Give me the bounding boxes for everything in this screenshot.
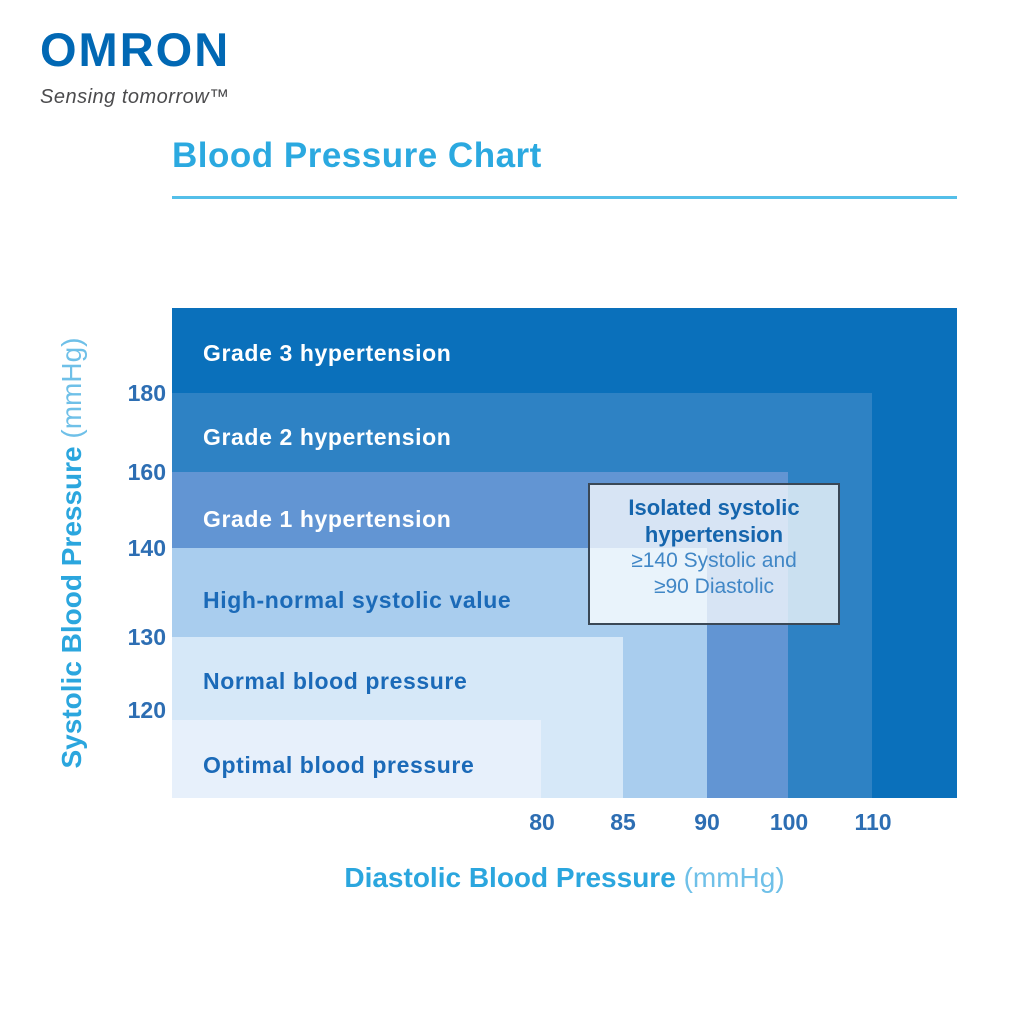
isolated-systolic-hypertension-annotation: Isolated systolic hypertension ≥140 Syst… xyxy=(588,483,840,625)
omron-logo: OMRON xyxy=(40,23,231,76)
title-underline xyxy=(172,196,957,199)
band-label-normal-blood-pressure: Normal blood pressure xyxy=(203,668,468,694)
page-title: Blood Pressure Chart xyxy=(172,136,542,175)
brand-tagline: Sensing tomorrow™ xyxy=(40,86,230,108)
y-tick-140: 140 xyxy=(127,535,166,561)
band-label-grade-3-hypertension: Grade 3 hypertension xyxy=(203,340,452,366)
x-tick-80: 80 xyxy=(529,809,555,835)
y-axis-label: Systolic Blood Pressure xyxy=(56,446,87,769)
blood-pressure-chart: Isolated systolic hypertension ≥140 Syst… xyxy=(172,308,957,798)
band-label-grade-1-hypertension: Grade 1 hypertension xyxy=(203,506,452,532)
annotation-line-1: ≥140 Systolic and xyxy=(631,549,797,572)
band-label-optimal-blood-pressure: Optimal blood pressure xyxy=(203,752,475,778)
x-tick-90: 90 xyxy=(694,809,720,835)
x-axis-title: Diastolic Blood Pressure (mmHg) xyxy=(172,862,957,894)
annotation-title: Isolated systolic hypertension xyxy=(628,495,800,547)
x-axis-unit: (mmHg) xyxy=(683,862,785,893)
band-label-grade-2-hypertension: Grade 2 hypertension xyxy=(203,424,452,450)
y-tick-180: 180 xyxy=(127,380,166,406)
x-axis-label: Diastolic Blood Pressure xyxy=(344,862,676,893)
y-tick-130: 130 xyxy=(127,624,166,650)
y-tick-120: 120 xyxy=(127,697,166,723)
x-tick-100: 100 xyxy=(769,809,809,835)
x-tick-85: 85 xyxy=(610,809,636,835)
band-optimal-blood-pressure xyxy=(172,720,541,798)
band-label-high-normal-systolic-value: High-normal systolic value xyxy=(203,587,512,613)
x-tick-110: 110 xyxy=(854,809,892,835)
y-tick-160: 160 xyxy=(127,459,166,485)
annotation-line-2: ≥90 Diastolic xyxy=(653,575,775,598)
y-axis-title: Systolic Blood Pressure (mmHg) xyxy=(56,338,88,769)
y-axis-unit: (mmHg) xyxy=(56,337,87,439)
